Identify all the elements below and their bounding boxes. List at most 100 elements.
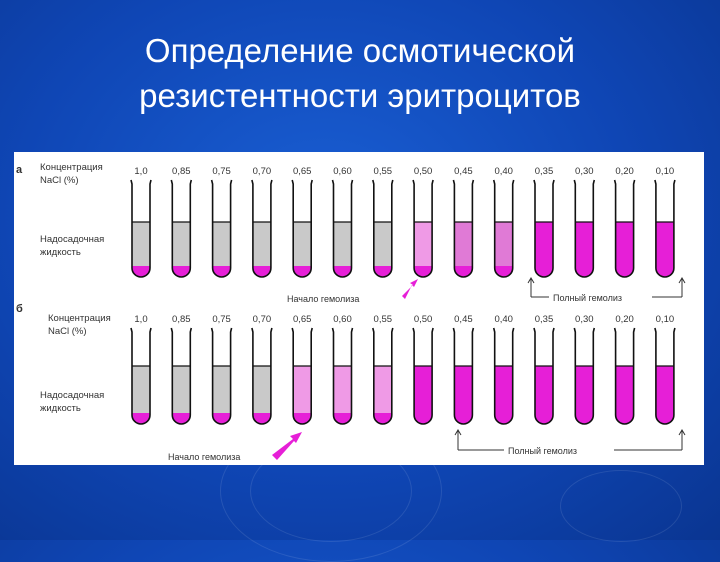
concentration-value: 0,65 [293, 314, 312, 325]
tube-liquid [575, 366, 594, 424]
test-tube [613, 179, 636, 278]
tube-liquid [212, 366, 231, 424]
test-tube [170, 179, 193, 278]
test-tube [331, 327, 354, 425]
tube-liquid [615, 366, 634, 424]
erythrocyte-pellet [172, 413, 191, 424]
concentration-value: 0,65 [293, 166, 312, 177]
slide-title-line-2: резистентности эритроцитов [139, 77, 581, 114]
tube-liquid [454, 366, 473, 424]
concentration-value: 0,85 [172, 166, 191, 177]
test-tube [251, 327, 273, 425]
erythrocyte-pellet [373, 413, 392, 424]
panel-b-marker: б [16, 303, 23, 315]
panel-b-concentration-label: Концентрация [48, 313, 111, 324]
concentration-value: 0,85 [172, 314, 191, 325]
test-tube [492, 327, 515, 425]
slide-title: Определение осмотической резистентности … [0, 28, 720, 118]
erythrocyte-pellet [414, 266, 433, 277]
tube-outline [130, 327, 152, 425]
osmotic-resistance-figure: а Концентрация NaCl (%) Надосадочная жид… [16, 162, 686, 462]
tube-liquid [414, 222, 433, 277]
concentration-value: 0,10 [656, 314, 675, 325]
test-tube [412, 179, 434, 278]
tube-outline [251, 327, 273, 425]
concentration-value: 0,20 [615, 314, 634, 325]
tube-outline [654, 179, 676, 278]
test-tube [130, 327, 152, 425]
erythrocyte-pellet [252, 413, 271, 424]
panel-a-supernatant-label: Надосадочная [40, 234, 104, 245]
tube-liquid [172, 366, 191, 424]
tube-outline [533, 179, 555, 278]
panel-b-full-hemolysis-bracket [454, 429, 686, 451]
tube-outline [170, 179, 193, 278]
test-tube [251, 179, 273, 278]
panel-b-hemolysis-start-label: Начало гемолиза [168, 452, 240, 462]
test-tube [130, 179, 152, 278]
panel-a-hemolysis-start-arrow [402, 279, 418, 299]
tube-liquid [655, 366, 674, 424]
test-tube [533, 327, 555, 425]
erythrocyte-pellet [293, 266, 312, 277]
tube-liquid [494, 222, 513, 277]
panel-b-hemolysis-start-arrow [272, 432, 302, 460]
test-tube [291, 179, 313, 278]
concentration-value: 0,60 [333, 314, 352, 325]
tube-liquid [293, 366, 312, 424]
tube-outline [452, 327, 475, 425]
tube-outline [492, 327, 515, 425]
tube-outline [291, 327, 313, 425]
tube-outline [372, 179, 394, 278]
tube-outline [613, 179, 636, 278]
tube-outline [492, 179, 515, 278]
panel-b-supernatant-label-2: жидкость [40, 403, 81, 414]
panel-a-supernatant-label-2: жидкость [40, 247, 81, 258]
concentration-value: 0,75 [212, 314, 231, 325]
erythrocyte-pellet [132, 413, 150, 424]
concentration-value: 0,35 [535, 166, 554, 177]
test-tube [613, 327, 636, 425]
erythrocyte-pellet [333, 266, 352, 277]
figure-panel: а Концентрация NaCl (%) Надосадочная жид… [14, 152, 704, 465]
tube-outline [331, 179, 354, 278]
concentration-value: 0,55 [374, 314, 393, 325]
panel-a-full-hemolysis-label: Полный гемолиз [553, 293, 622, 303]
test-tube [452, 327, 475, 425]
test-tube [210, 179, 233, 278]
test-tube [412, 327, 434, 425]
panel-b-supernatant-label: Надосадочная [40, 390, 104, 401]
erythrocyte-pellet [293, 413, 312, 424]
erythrocyte-pellet [494, 266, 513, 277]
tube-outline [613, 327, 636, 425]
test-tube [654, 179, 676, 278]
concentration-value: 0,70 [253, 314, 272, 325]
test-tube [452, 179, 475, 278]
tube-liquid [373, 366, 392, 424]
tube-liquid [373, 222, 392, 277]
concentration-value: 0,45 [454, 314, 473, 325]
tube-outline [251, 179, 273, 278]
tube-liquid [454, 222, 473, 277]
panel-a-marker: а [16, 164, 23, 176]
slide-title-line-1: Определение осмотической [144, 32, 576, 69]
erythrocyte-pellet [373, 266, 392, 277]
tube-outline [452, 179, 475, 278]
erythrocyte-pellet [172, 266, 191, 277]
panel-a-tubes [130, 179, 676, 278]
test-tube [331, 179, 354, 278]
tube-liquid [494, 366, 513, 424]
tube-outline [130, 179, 152, 278]
tube-liquid [575, 222, 594, 277]
concentration-value: 0,50 [414, 166, 433, 177]
erythrocyte-pellet [454, 266, 473, 277]
panel-a-concentration-unit: NaCl (%) [40, 175, 79, 186]
tube-outline [372, 327, 394, 425]
panel-b-concentration-unit: NaCl (%) [48, 326, 87, 337]
erythrocyte-pellet [252, 266, 271, 277]
tube-liquid [172, 222, 191, 277]
tube-outline [331, 327, 354, 425]
tube-outline [170, 327, 193, 425]
tube-liquid [132, 222, 150, 277]
